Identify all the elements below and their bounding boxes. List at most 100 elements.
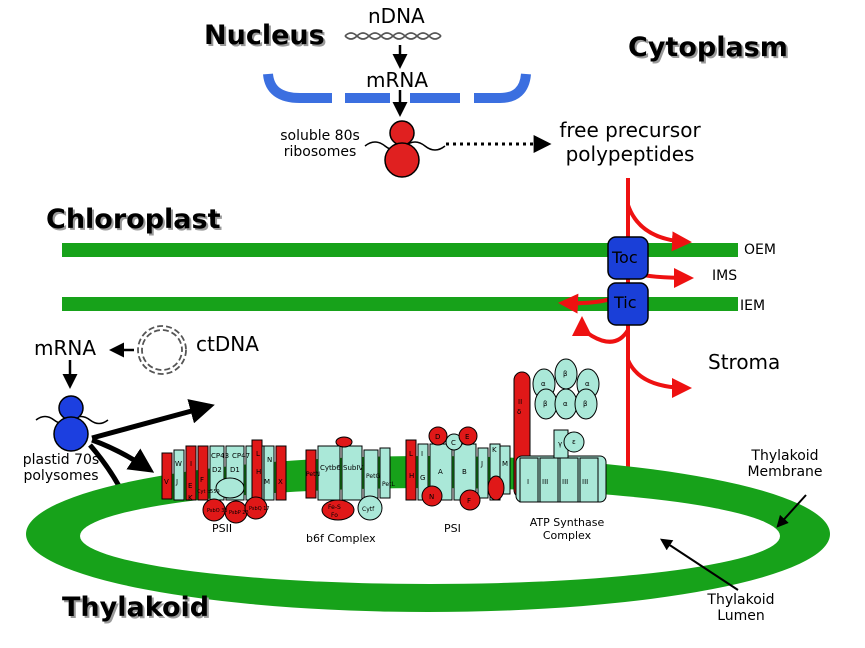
psii-subunit-cp47: CP47	[232, 452, 250, 460]
atp-synthase-complex[interactable]	[513, 358, 607, 503]
ndna-helix-icon	[344, 32, 442, 40]
psii-subunit-labels: W I CP43 CP47 D2 D1 L N F E V J K H M X …	[164, 450, 283, 516]
psii-subunit-v: V	[164, 478, 169, 486]
psi-subunit-labels: L I D C E K A B J M H G N F	[409, 433, 508, 505]
psi-subunit-i: I	[421, 450, 423, 458]
psii-subunit-m: M	[264, 478, 270, 486]
psii-subunit-e: E	[188, 482, 192, 490]
atp-subunit-alpha-2: α	[585, 380, 590, 388]
b6f-subunit-petn: PetN	[306, 471, 320, 478]
psii-subunit-psbo: PsbO 33	[207, 508, 228, 514]
polysome-70s-icon	[35, 395, 109, 452]
ctdna-circle-icon	[137, 325, 187, 375]
psi-subunit-k: K	[492, 446, 497, 454]
heading-chloroplast: Chloroplast	[46, 204, 221, 235]
atp-subunit-iii-1: III	[542, 478, 548, 486]
psi-subunit-m: M	[502, 460, 508, 468]
psi-complex[interactable]	[405, 426, 511, 511]
psi-subunit-c: C	[451, 439, 456, 447]
b6f-subunit-petg: PetG	[366, 473, 380, 480]
thylakoid-lumen-pointer	[659, 538, 739, 591]
label-thylakoid-lumen-line2: Lumen	[717, 608, 765, 624]
psii-subunit-h: H	[256, 468, 261, 476]
atp-subunit-gamma: γ	[558, 440, 562, 448]
label-soluble-80s-line1: soluble 80s	[280, 128, 360, 144]
psii-complex[interactable]	[161, 439, 287, 524]
psii-subunit-cp43: CP43	[211, 452, 229, 460]
label-soluble-80s: soluble 80s ribosomes	[270, 128, 370, 160]
atp-subunit-beta-2: β	[543, 400, 547, 408]
label-mrna-chloroplast: mRNA	[34, 336, 97, 360]
atp-subunit-ii: II	[518, 398, 522, 406]
atp-subunit-beta-1: β	[563, 370, 567, 378]
psii-subunit-cytb559: Cyt b559	[197, 489, 220, 495]
psii-subunit-psbp: PsbP 23	[229, 510, 249, 516]
ribosome-80s-icon	[364, 120, 446, 178]
label-stroma: Stroma	[708, 350, 781, 374]
label-ctdna: ctDNA	[196, 332, 259, 356]
b6f-complex[interactable]	[305, 436, 391, 521]
psi-subunit-d: D	[435, 433, 440, 441]
psii-subunit-w: W	[175, 460, 182, 468]
heading-thylakoid: Thylakoid	[62, 592, 210, 623]
psi-subunit-n: N	[429, 493, 434, 501]
label-thylakoid-lumen-line1: Thylakoid	[707, 592, 775, 608]
heading-cytoplasm: Cytoplasm	[628, 32, 788, 63]
atp-subunit-beta-3: β	[583, 400, 587, 408]
psi-subunit-g: G	[420, 474, 425, 482]
b6f-subunit-labels: Cytb6 SubIV PetG PetL PetN Fe-S Fo Cytf	[306, 464, 395, 519]
atp-subunit-delta: δ	[517, 408, 521, 416]
psii-subunit-d1: D1	[230, 466, 240, 474]
label-plastid-70s-line2: polysomes	[23, 468, 99, 484]
label-free-precursor-line2: polypeptides	[565, 142, 695, 166]
psii-subunit-psbq: PsbQ 17	[249, 506, 270, 512]
atp-subunit-iii-2: III	[562, 478, 568, 486]
label-ndna: nDNA	[368, 4, 425, 28]
label-plastid-70s: plastid 70s polysomes	[6, 452, 116, 484]
b6f-subunit-fes: Fe-S	[328, 504, 341, 511]
b6f-subunit-petl: PetL	[382, 481, 395, 488]
label-ims: IMS	[712, 268, 738, 284]
psii-subunit-n: N	[267, 456, 272, 464]
atp-subunit-epsilon: ε	[572, 438, 576, 446]
b6f-subunit-subiv: SubIV	[343, 464, 363, 472]
label-free-precursor-line1: free precursor	[559, 118, 701, 142]
b6f-subunit-cytb6: Cytb6	[320, 464, 341, 472]
label-thylakoid-lumen: Thylakoid Lumen	[696, 592, 786, 624]
atp-subunit-iii-3: III	[582, 478, 588, 486]
label-thylakoid-membrane: Thylakoid Membrane	[740, 448, 830, 480]
atp-subunit-alpha-3: α	[563, 400, 568, 408]
label-tic: Tic	[614, 293, 637, 312]
label-oem: OEM	[744, 242, 776, 258]
label-iem: IEM	[740, 298, 766, 314]
label-b6f: b6f Complex	[306, 532, 376, 545]
atp-subunit-alpha-1: α	[541, 380, 546, 388]
psi-subunit-h: H	[409, 472, 414, 480]
label-toc: Toc	[612, 248, 638, 267]
b6f-subunit-fo: Fo	[331, 512, 338, 519]
psi-subunit-a: A	[438, 468, 443, 476]
psii-subunit-k: K	[188, 494, 193, 502]
tic-complex[interactable]	[607, 282, 649, 326]
label-atp-synthase-line2: Complex	[542, 529, 592, 542]
label-soluble-80s-line2: ribosomes	[283, 144, 357, 160]
label-plastid-70s-line1: plastid 70s	[22, 452, 100, 468]
psi-subunit-b: B	[462, 468, 467, 476]
heading-nucleus: Nucleus	[204, 20, 325, 51]
b6f-subunit-cytf: Cytf	[362, 506, 375, 513]
label-psii: PSII	[212, 522, 233, 535]
label-free-precursor: free precursor polypeptides	[545, 118, 715, 166]
thylakoid-membrane-pointer	[776, 494, 807, 528]
psi-subunit-f: F	[467, 497, 471, 505]
psi-subunit-l: L	[409, 450, 413, 458]
psi-subunit-e: E	[465, 433, 469, 441]
psii-subunit-f: F	[200, 476, 204, 484]
label-psi: PSI	[444, 522, 461, 535]
psi-subunit-j: J	[480, 460, 483, 468]
toc-complex[interactable]	[607, 236, 649, 280]
label-thylakoid-membrane-line2: Membrane	[747, 464, 823, 480]
label-atp-synthase-line1: ATP Synthase	[529, 516, 605, 529]
psii-subunit-x: X	[278, 478, 283, 486]
label-thylakoid-membrane-line1: Thylakoid	[751, 448, 819, 464]
